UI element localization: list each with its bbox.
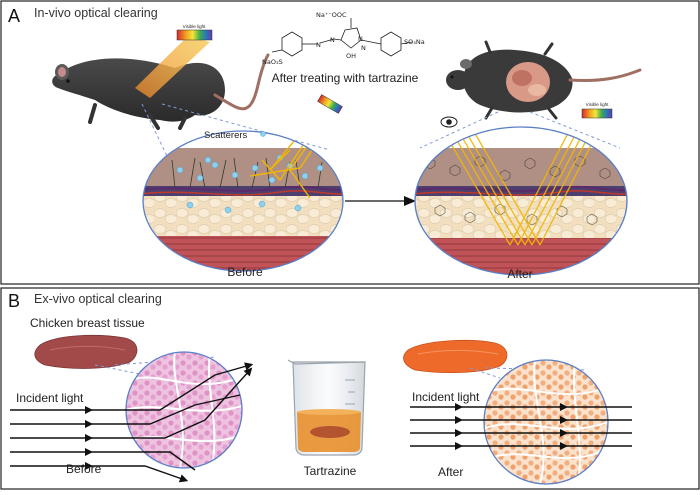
zoom-line-right-a [419, 111, 499, 149]
panel-a-border [0, 0, 700, 285]
after-label-b: After [438, 465, 463, 479]
before-label-a: Before [227, 265, 263, 279]
raw-chicken-piece [34, 335, 138, 369]
scatterers-label: Scatterers [204, 130, 248, 141]
panel-b-border [0, 287, 700, 490]
chem-label-oh: OH [346, 52, 356, 60]
scatterer-legend-dot [260, 131, 266, 137]
zoom-line-left-a [141, 103, 169, 159]
chem-label-n1: N [316, 41, 321, 49]
after-label-a: After [507, 267, 532, 281]
visible-light-label-after: Visible light [586, 102, 609, 107]
chem-label-n2: N [330, 36, 335, 44]
light-beam-left [135, 36, 210, 98]
visible-light-bar-left [176, 29, 213, 41]
before-label-b: Before [66, 462, 102, 476]
tartrazine-beaker [287, 359, 366, 456]
chem-label-na-coo: Na⁺⁻OOC [316, 11, 347, 19]
panel-b-title: Ex-vivo optical clearing [34, 292, 162, 306]
zoom-line-right-b [529, 111, 621, 149]
incident-light-label-right: Incident light [412, 390, 480, 404]
chem-label-n4: N [361, 44, 366, 52]
treated-chicken-highlight [417, 349, 499, 355]
zoom-line-b-right-a [469, 367, 501, 379]
chem-label-so3na-right: SO₃Na [404, 38, 425, 46]
panel-b-letter: B [8, 291, 20, 311]
visible-light-bar-after [581, 108, 613, 119]
before-light-rays [10, 362, 254, 483]
chicken-tissue-label: Chicken breast tissue [30, 316, 145, 330]
zoom-line-left-b [161, 103, 331, 151]
tartrazine-label: Tartrazine [304, 464, 357, 478]
after-tissue-circle [483, 359, 609, 485]
chem-label-so3na-left: NaO₃S [262, 58, 283, 66]
transition-arrow-head [404, 196, 416, 206]
treated-chicken-piece [403, 340, 508, 374]
panel-a-title: In-vivo optical clearing [34, 6, 158, 20]
visible-light-label-left: Visible light [183, 24, 206, 29]
after-ray-arrows [455, 403, 568, 450]
eye-icon [440, 116, 458, 128]
mouse-right-illustration [446, 40, 642, 120]
chem-label-n3: N [358, 35, 363, 43]
tartrazine-structure [271, 18, 413, 57]
after-tissue-ellipse [414, 126, 628, 276]
treatment-label: After treating with tartrazine [272, 71, 419, 85]
incident-light-label-left: Incident light [16, 391, 84, 405]
before-ray-arrows [85, 406, 93, 470]
panel-a-letter: A [8, 6, 20, 26]
after-light-rays [410, 406, 632, 447]
visible-light-bar-before [317, 94, 343, 114]
raw-chicken-highlight [49, 345, 126, 351]
